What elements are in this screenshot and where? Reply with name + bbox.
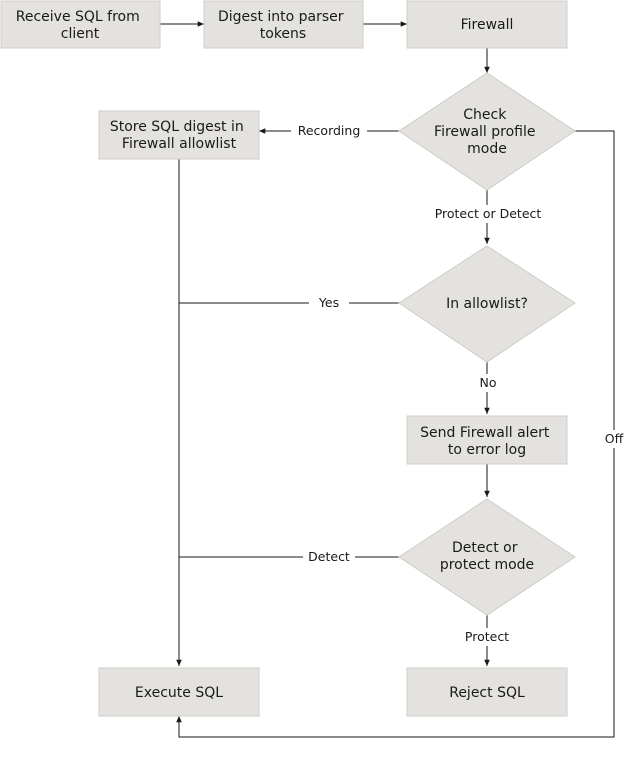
edge-label-protect-or-detect: Protect or Detect [429, 205, 547, 223]
edges [160, 21, 615, 738]
node-label: Send Firewall alert to error log [420, 425, 554, 458]
node-label: Store SQL digest in Firewall allowlist [110, 119, 248, 152]
node-label: Reject SQL [449, 685, 525, 701]
svg-text:Off: Off [605, 431, 624, 446]
svg-text:Protect or Detect: Protect or Detect [435, 206, 542, 221]
node-label: Firewall [461, 17, 514, 33]
node-store-digest: Store SQL digest in Firewall allowlist [98, 110, 260, 160]
edge-label-protect: Protect [459, 628, 515, 646]
svg-text:Yes: Yes [318, 295, 339, 310]
svg-text:Detect: Detect [308, 549, 350, 564]
edge-label-no: No [472, 374, 504, 392]
svg-text:No: No [480, 375, 497, 390]
node-execute-sql: Execute SQL [98, 667, 260, 717]
node-label: In allowlist? [446, 296, 528, 312]
edge-check-off [176, 130, 615, 738]
edge-label-off: Off [602, 430, 626, 448]
edge-label-recording: Recording [291, 122, 367, 140]
node-label: Check Firewall profile mode [434, 107, 540, 157]
node-label: Execute SQL [135, 685, 223, 701]
node-label: Detect or protect mode [440, 540, 534, 573]
svg-text:Protect: Protect [465, 629, 509, 644]
node-firewall: Firewall [406, 0, 568, 49]
edge-label-yes: Yes [309, 294, 349, 312]
edge-label-detect: Detect [303, 548, 355, 566]
node-send-alert: Send Firewall alert to error log [406, 415, 568, 465]
node-digest-tokens: Digest into parser tokens [203, 0, 364, 49]
node-reject-sql: Reject SQL [406, 667, 568, 717]
node-label: Digest into parser tokens [218, 9, 348, 42]
node-check-mode: Check Firewall profile mode [398, 72, 576, 191]
node-receive-sql: Receive SQL from client [0, 0, 161, 49]
node-detect-or-protect: Detect or protect mode [398, 498, 576, 616]
svg-text:Recording: Recording [298, 123, 361, 138]
node-in-allowlist: In allowlist? [398, 245, 576, 363]
node-label: Receive SQL from client [16, 9, 144, 42]
